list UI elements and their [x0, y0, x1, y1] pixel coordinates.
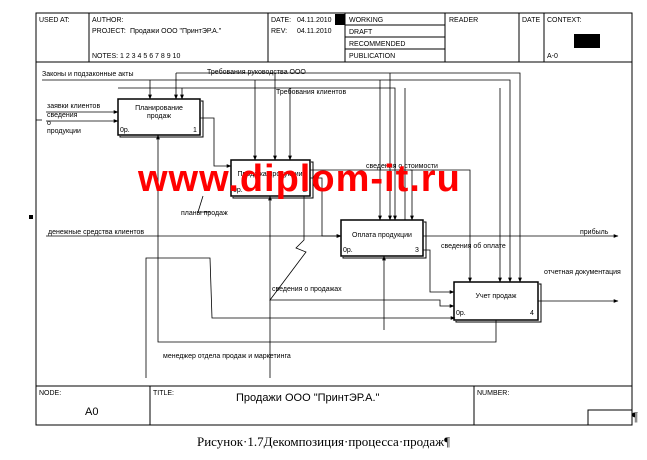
figure-caption: Рисунок·1.7Декомпозиция·процесса·продаж¶ — [197, 434, 450, 449]
label-client-orders: заявки клиентов — [47, 103, 100, 110]
bullet-marker — [29, 215, 33, 219]
box-a1[interactable]: Планирование продаж 0р. 1 — [117, 98, 204, 138]
node-ref: A-0 — [547, 53, 558, 60]
label-sales-plans: планы продаж — [181, 210, 228, 217]
date-label: DATE: — [271, 17, 291, 24]
label-product-info-1: сведения — [47, 112, 78, 119]
context-thumbnail — [574, 34, 600, 48]
project-label: PROJECT: — [92, 28, 126, 35]
arrow-client-req — [118, 87, 397, 221]
arrow-manager — [145, 257, 456, 378]
label-product-info-2: о — [47, 120, 51, 127]
label-cost-info: сведения о стоимости — [366, 163, 438, 170]
label-report: отчетная документация — [544, 269, 621, 276]
label-manager: менеджер отдела продаж и маркетинга — [163, 353, 291, 360]
context-label: CONTEXT: — [547, 17, 582, 24]
box-a1-number: 1 — [193, 127, 197, 134]
used-at-label: USED AT: — [39, 17, 70, 24]
arrow-laws — [42, 79, 512, 283]
box-a3-number: 3 — [415, 247, 419, 254]
box-a1-label-line1: Планирование — [135, 105, 183, 112]
arrow-payment-info — [423, 249, 455, 294]
label-profit: прибыль — [580, 228, 609, 236]
box-a2-label: Продажа продукции — [237, 171, 302, 178]
status-publication: PUBLICATION — [349, 53, 395, 60]
box-a3[interactable]: Оплата продукции 0р. 3 — [340, 219, 427, 259]
label-payment-info: сведения об оплате — [441, 242, 506, 250]
arrow-plans — [200, 117, 232, 168]
project-value: Продажи ООО "ПринтЭР.А." — [130, 28, 222, 35]
number-label: NUMBER: — [477, 390, 509, 397]
title-value: Продажи ООО "ПринтЭР.А." — [236, 392, 380, 404]
status-draft: DRAFT — [349, 29, 373, 36]
label-laws: Законы и подзаконные акты — [42, 71, 133, 78]
arrow-labels: Законы и подзаконные акты Требования рук… — [42, 68, 621, 360]
box-a4[interactable]: Учет продаж 0р. 4 — [453, 281, 542, 323]
label-client-req: Требования клиентов — [276, 88, 346, 96]
box-a1-label-line2: продаж — [147, 113, 171, 120]
box-a1-cost: 0р. — [120, 127, 130, 134]
date-value: 04.11.2010 — [297, 17, 332, 24]
header-block: USED AT: AUTHOR: PROJECT: Продажи ООО "П… — [36, 13, 632, 63]
frame — [35, 12, 633, 426]
notes: NOTES: 1 2 3 4 5 6 7 8 9 10 — [92, 53, 180, 60]
box-a3-label: Оплата продукции — [352, 232, 412, 239]
box-a4-label: Учет продаж — [476, 293, 517, 300]
footer-block: NODE: A0 TITLE: Продажи ООО "ПринтЭР.А."… — [36, 385, 632, 425]
box-a3-cost: 0р. — [343, 247, 353, 254]
date2-label: DATE — [522, 17, 540, 24]
title-label: TITLE: — [153, 390, 174, 397]
arrows — [36, 72, 619, 378]
working-indicator — [335, 14, 345, 25]
box-a2-number: 2 — [303, 187, 307, 194]
arrow-mgmt-req — [200, 72, 522, 283]
rev-label: REV: — [271, 28, 287, 35]
arrow-sales-info — [269, 196, 455, 308]
label-mgmt-req: Требования руководства ООО — [207, 68, 306, 76]
label-client-money: денежные средства клиентов — [48, 229, 144, 236]
pilcrow-mark: ¶ — [632, 409, 638, 424]
label-product-info-3: продукции — [47, 128, 81, 135]
author-label: AUTHOR: — [92, 17, 124, 24]
label-sales-info: сведения о продажах — [272, 286, 342, 293]
box-a4-cost: 0р. — [456, 310, 466, 317]
status-working: WORKING — [349, 17, 383, 24]
node-label: NODE: — [39, 390, 61, 397]
watermark: www.diplom-it.ru — [138, 158, 461, 200]
status-recommended: RECOMMENDED — [349, 41, 405, 48]
reader-label: READER — [449, 17, 478, 24]
box-a2-cost: 0р. — [233, 187, 243, 194]
box-a4-number: 4 — [530, 310, 534, 317]
rev-value: 04.11.2010 — [297, 28, 332, 35]
node-value: A0 — [85, 406, 98, 418]
